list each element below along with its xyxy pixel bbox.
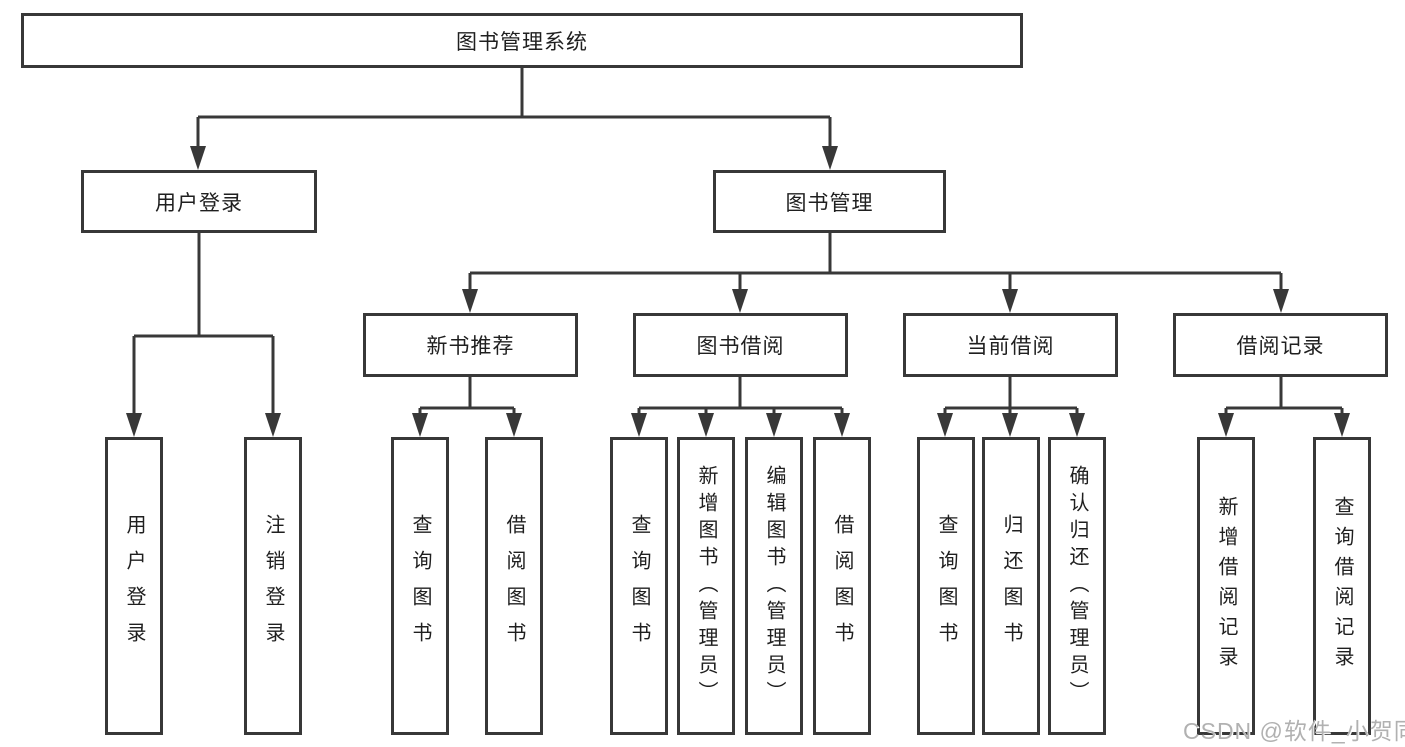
node-book-management-module: 图书管理 <box>713 170 946 233</box>
node-user-login-module: 用户登录 <box>81 170 317 233</box>
node-label: 注销登录 <box>262 514 284 658</box>
leaf-user-login: 用户登录 <box>105 437 163 735</box>
node-current-borrowing: 当前借阅 <box>903 313 1118 377</box>
node-label: 借阅图书 <box>831 514 853 658</box>
node-label: 查询借阅记录 <box>1331 496 1353 676</box>
leaf-query-books-current: 查询图书 <box>917 437 975 735</box>
node-label: 图书借阅 <box>696 335 785 358</box>
leaf-add-borrowing-record: 新增借阅记录 <box>1197 437 1255 735</box>
leaf-return-books: 归还图书 <box>982 437 1040 735</box>
arrowhead <box>1002 289 1018 313</box>
leaf-logout: 注销登录 <box>244 437 302 735</box>
leaf-query-borrowing-record: 查询借阅记录 <box>1313 437 1371 735</box>
node-label: 查询图书 <box>409 514 431 658</box>
node-label: 用户登录 <box>123 514 145 658</box>
arrowhead <box>1334 413 1350 437</box>
arrowhead <box>265 413 281 437</box>
node-label: 用户登录 <box>155 191 243 215</box>
node-root-library-management-system: 图书管理系统 <box>21 13 1023 68</box>
node-borrowing-records: 借阅记录 <box>1173 313 1388 377</box>
leaf-add-books-admin: 新增图书（管理员） <box>677 437 735 735</box>
node-label: 查询图书 <box>628 514 650 658</box>
arrowhead <box>834 413 850 437</box>
node-label: 当前借阅 <box>966 335 1055 358</box>
arrowhead <box>631 413 647 437</box>
arrowhead <box>766 413 782 437</box>
node-label: 确认归还（管理员） <box>1066 464 1088 708</box>
leaf-edit-books-admin: 编辑图书（管理员） <box>745 437 803 735</box>
node-label: 新书推荐 <box>426 335 515 358</box>
arrowhead <box>822 146 838 170</box>
node-label: 图书管理系统 <box>456 30 588 54</box>
arrowhead <box>506 413 522 437</box>
leaf-confirm-return-admin: 确认归还（管理员） <box>1048 437 1106 735</box>
arrowhead <box>126 413 142 437</box>
node-new-book-recommendation: 新书推荐 <box>363 313 578 377</box>
watermark: CSDN @软件_小贺同学 <box>1183 718 1405 744</box>
arrowhead <box>732 289 748 313</box>
arrowhead <box>1002 413 1018 437</box>
arrowheads <box>126 146 1350 437</box>
arrowhead <box>190 146 206 170</box>
arrowhead <box>412 413 428 437</box>
node-label: 借阅图书 <box>503 514 525 658</box>
node-book-borrowing: 图书借阅 <box>633 313 848 377</box>
node-label: 新增图书（管理员） <box>695 464 717 708</box>
leaf-borrow-books: 借阅图书 <box>813 437 871 735</box>
leaf-query-books-borrowing: 查询图书 <box>610 437 668 735</box>
leaf-borrow-books-recommend: 借阅图书 <box>485 437 543 735</box>
arrowhead <box>1273 289 1289 313</box>
node-label: 新增借阅记录 <box>1215 496 1237 676</box>
leaf-query-books-recommend: 查询图书 <box>391 437 449 735</box>
node-label: 查询图书 <box>935 514 957 658</box>
node-label: 归还图书 <box>1000 514 1022 658</box>
arrowhead <box>462 289 478 313</box>
node-label: 编辑图书（管理员） <box>763 464 785 708</box>
arrowhead <box>937 413 953 437</box>
arrowhead <box>1218 413 1234 437</box>
node-label: 借阅记录 <box>1236 335 1325 358</box>
arrowhead <box>698 413 714 437</box>
node-label: 图书管理 <box>785 191 874 215</box>
connector-stems <box>132 68 1344 419</box>
arrowhead <box>1069 413 1085 437</box>
